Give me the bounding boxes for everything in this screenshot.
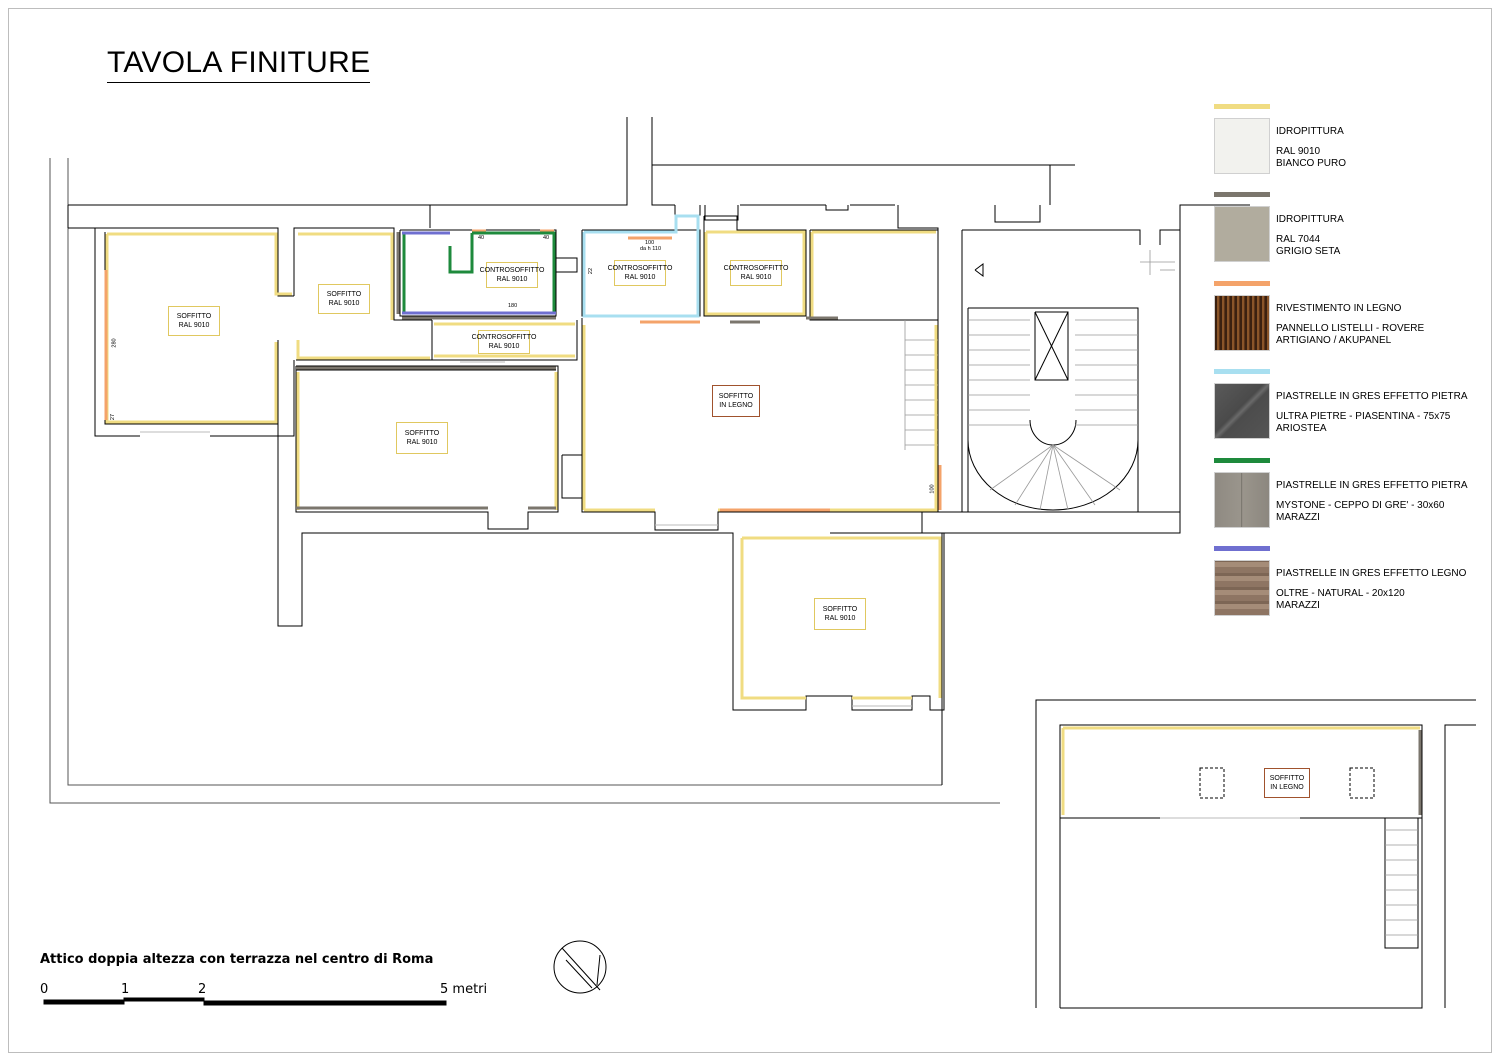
dimension-label: da h 110 (640, 246, 662, 252)
swatch-white (1214, 118, 1270, 174)
swatch-stone-light (1214, 472, 1270, 528)
page-title: TAVOLA FINITURE (107, 46, 371, 83)
dimension-label: 100 (929, 484, 936, 494)
north-arrow-icon (553, 940, 607, 994)
legend-line (1214, 369, 1270, 374)
dimension-label: 280 (111, 338, 118, 348)
sheet-border (8, 8, 1492, 1053)
legend-line (1214, 104, 1270, 109)
legend-text: PIASTRELLE IN GRES EFFETTO LEGNO OLTRE -… (1276, 568, 1467, 611)
scale-label-1: 1 (121, 982, 130, 997)
legend-item-stone-dark: PIASTRELLE IN GRES EFFETTO PIETRA ULTRA … (1214, 369, 1484, 449)
legend-text: RIVESTIMENTO IN LEGNO PANNELLO LISTELLI … (1276, 303, 1425, 346)
swatch-grey (1214, 206, 1270, 262)
scale-bar (43, 997, 447, 1006)
scale-label-2: 2 (198, 982, 207, 997)
scale-label-5m: 5 metri (440, 982, 488, 997)
dimension-label: 100 (645, 240, 655, 246)
swatch-wood-slats (1214, 295, 1270, 351)
swatch-wood-tile (1214, 560, 1270, 616)
legend-line (1214, 192, 1270, 197)
legend-text: PIASTRELLE IN GRES EFFETTO PIETRA ULTRA … (1276, 391, 1468, 434)
dimension-label: 40 (543, 235, 550, 241)
dimension-label: 27 (110, 413, 117, 421)
legend-line (1214, 458, 1270, 463)
legend-item-ral9010: IDROPITTURA RAL 9010 BIANCO PURO (1214, 104, 1484, 184)
project-subtitle: Attico doppia altezza con terrazza nel c… (40, 952, 434, 967)
dimension-label: 180 (508, 303, 518, 309)
legend-item-ral7044: IDROPITTURA RAL 7044 GRIGIO SETA (1214, 192, 1484, 272)
scale-label-0: 0 (40, 982, 49, 997)
legend-text: IDROPITTURA RAL 7044 GRIGIO SETA (1276, 214, 1344, 257)
swatch-stone-dark (1214, 383, 1270, 439)
legend-item-wood-tile: PIASTRELLE IN GRES EFFETTO LEGNO OLTRE -… (1214, 546, 1484, 626)
legend-line (1214, 281, 1270, 286)
legend-text: IDROPITTURA RAL 9010 BIANCO PURO (1276, 126, 1347, 169)
legend-text: PIASTRELLE IN GRES EFFETTO PIETRA MYSTON… (1276, 480, 1468, 523)
legend-item-stone-light: PIASTRELLE IN GRES EFFETTO PIETRA MYSTON… (1214, 458, 1484, 538)
legend-line (1214, 546, 1270, 551)
legend-item-wood-cladding: RIVESTIMENTO IN LEGNO PANNELLO LISTELLI … (1214, 281, 1484, 361)
dimension-label: 40 (478, 235, 485, 241)
dimension-label: 22 (588, 267, 595, 275)
